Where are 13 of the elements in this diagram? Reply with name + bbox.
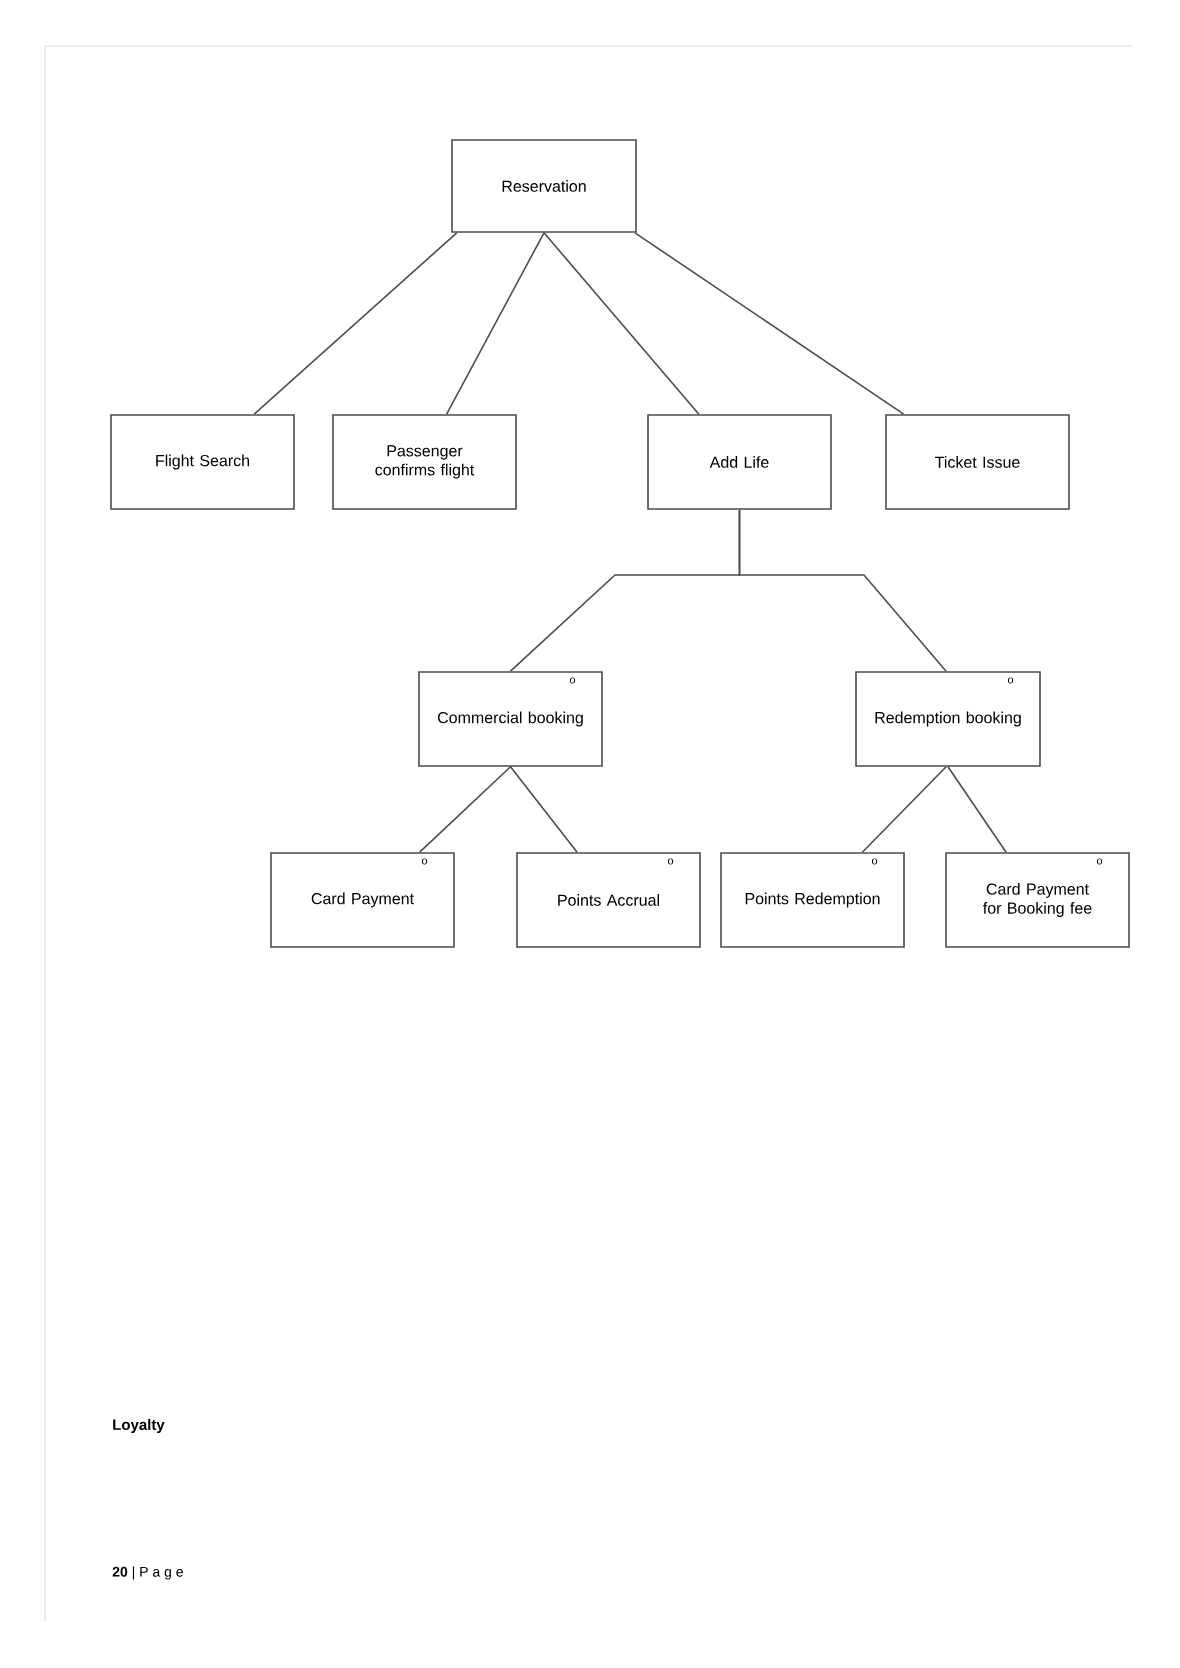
- process-box: Passenger confirms flight: [332, 414, 517, 510]
- selection-mark: o: [667, 858, 674, 865]
- process-box: Add Life: [647, 414, 832, 510]
- selection-mark: o: [1096, 858, 1103, 865]
- section-heading: Loyalty: [113, 1419, 165, 1433]
- selection-mark: o: [421, 858, 428, 865]
- selection-mark: o: [1007, 677, 1014, 684]
- process-box: Reservation: [451, 139, 637, 233]
- process-box: Flight Search: [110, 414, 295, 510]
- selection-mark: o: [871, 858, 878, 865]
- page-number: 20 | P a g e: [112, 1566, 183, 1580]
- selection-mark: o: [569, 677, 576, 684]
- process-box: Ticket Issue: [885, 414, 1070, 510]
